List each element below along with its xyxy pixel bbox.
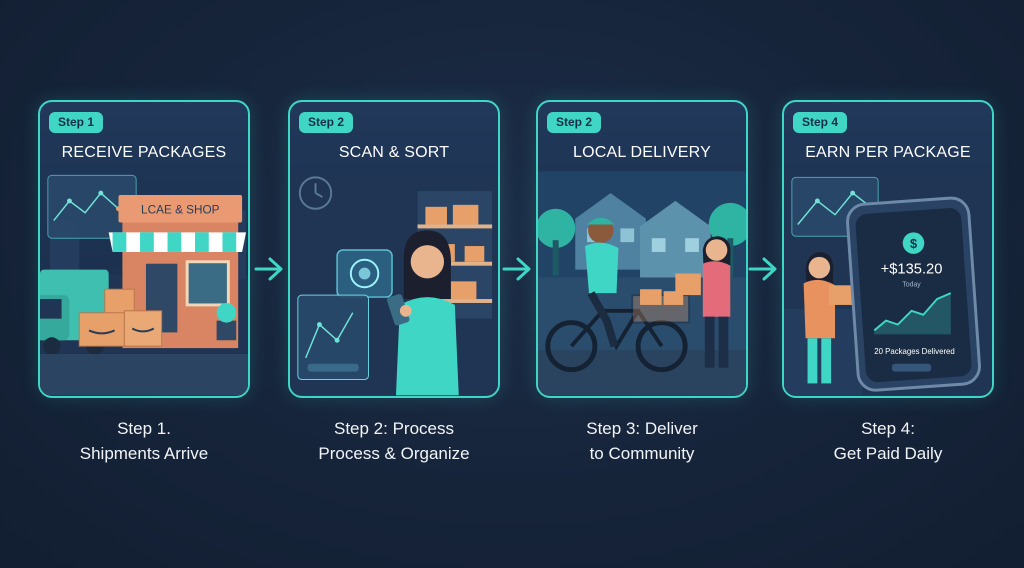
caption-line: to Community [589,444,695,463]
receive-packages-illustration: LCAE & SHOP [40,174,248,396]
arrow-right-icon [254,257,283,281]
caption-line: Step 4: [861,419,915,438]
arrow-right-icon [502,257,531,281]
customer-woman-icon [675,236,731,368]
hologram-scanner-icon [336,249,393,298]
scan-and-sort-illustration [290,171,498,396]
packages-delivered: 20 Packages Delivered [874,347,955,356]
step-caption-1: Step 1. Shipments Arrive [38,416,250,466]
step-badge: Step 1 [49,112,104,133]
shop-building-icon [108,195,247,349]
earnings-amount: +$135.20 [881,262,943,278]
caption-line: Step 3: Deliver [586,419,698,438]
step-card-1: LCAE & SHOP Step 1 RECEIVE PACKAGES [38,100,250,398]
route-map-panel-icon [297,294,369,380]
earn-per-package-illustration: $ +$135.20 Today 20 Packages Delivered [784,171,992,396]
card-title: LOCAL DELIVERY [573,144,711,161]
clock-icon [298,176,333,210]
arrow-right-icon [748,257,777,281]
svg-text:$: $ [910,236,917,251]
delivery-rider-icon [585,217,619,348]
tree-icon [538,202,746,278]
step-card-2: Step 2 SCAN & SORT [288,100,500,398]
worker-woman-icon [386,230,459,396]
smartphone-icon [846,196,981,392]
shop-sign: LCAE & SHOP [141,204,220,217]
step-badge: Step 2 [299,112,354,133]
step-caption-2: Step 2: Process Process & Organize [288,416,500,466]
package-boxes-icon [78,288,163,347]
caption-line: Step 2: Process [333,419,454,438]
card-title: RECEIVE PACKAGES [61,144,227,161]
card-title: SCAN & SORT [338,144,450,161]
caption-line: Shipments Arrive [79,444,209,463]
step-caption-4: Step 4: Get Paid Daily [782,416,994,466]
local-delivery-illustration [538,171,746,396]
caption-line: Step 1. [117,419,171,438]
earnings-period: Today [902,281,921,288]
dollar-coin-icon: $ [902,232,925,254]
courier-woman-icon [803,251,853,384]
step-badge: Step 2 [547,112,602,133]
step-caption-3: Step 3: Deliver to Community [536,416,748,466]
step-card-4: $ +$135.20 Today 20 Packages Delivered S… [782,100,994,398]
step-badge: Step 4 [793,112,848,133]
caption-line: Process & Organize [318,444,470,463]
step-card-3: Step 2 LOCAL DELIVERY [536,100,748,398]
card-title: EARN PER PACKAGE [805,144,971,161]
earnings-trend-chart-icon [873,292,952,335]
caption-line: Get Paid Daily [833,444,943,463]
